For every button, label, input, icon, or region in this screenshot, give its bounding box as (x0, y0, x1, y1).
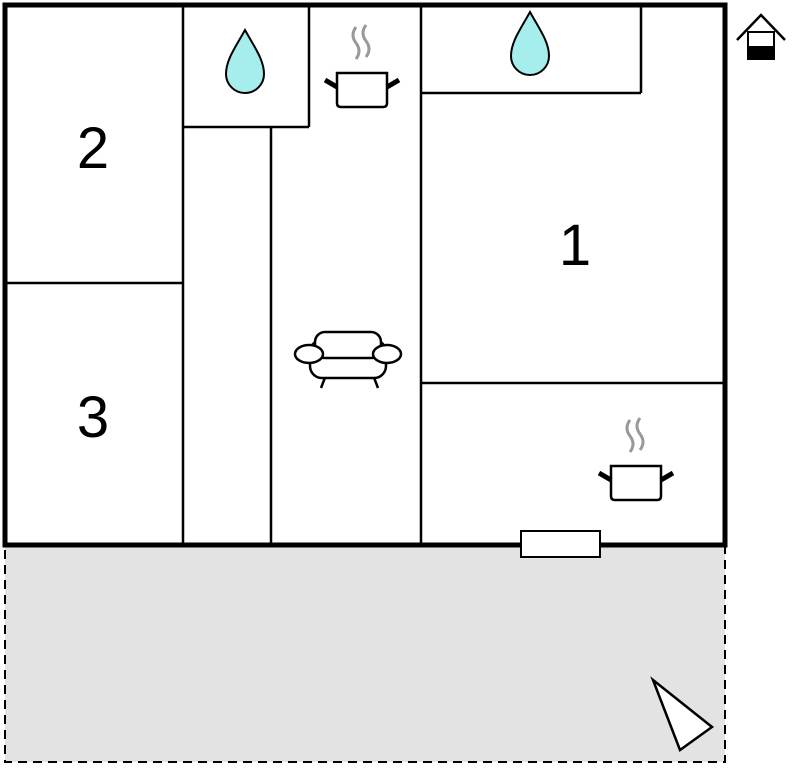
cooking-pot-icon (597, 417, 675, 502)
cooking-pot-icon (323, 24, 401, 109)
north-arrow-icon (650, 676, 715, 752)
door (520, 530, 601, 558)
water-drop-icon (224, 27, 266, 94)
room-label-1: 1 (559, 213, 591, 278)
inner-walls (5, 5, 725, 545)
sofa-icon (293, 330, 403, 389)
terrace (4, 544, 726, 763)
room-label-2: 2 (77, 116, 109, 181)
room-label-3: 3 (77, 385, 109, 450)
house-icon (736, 13, 786, 60)
water-drop-icon (509, 9, 551, 76)
